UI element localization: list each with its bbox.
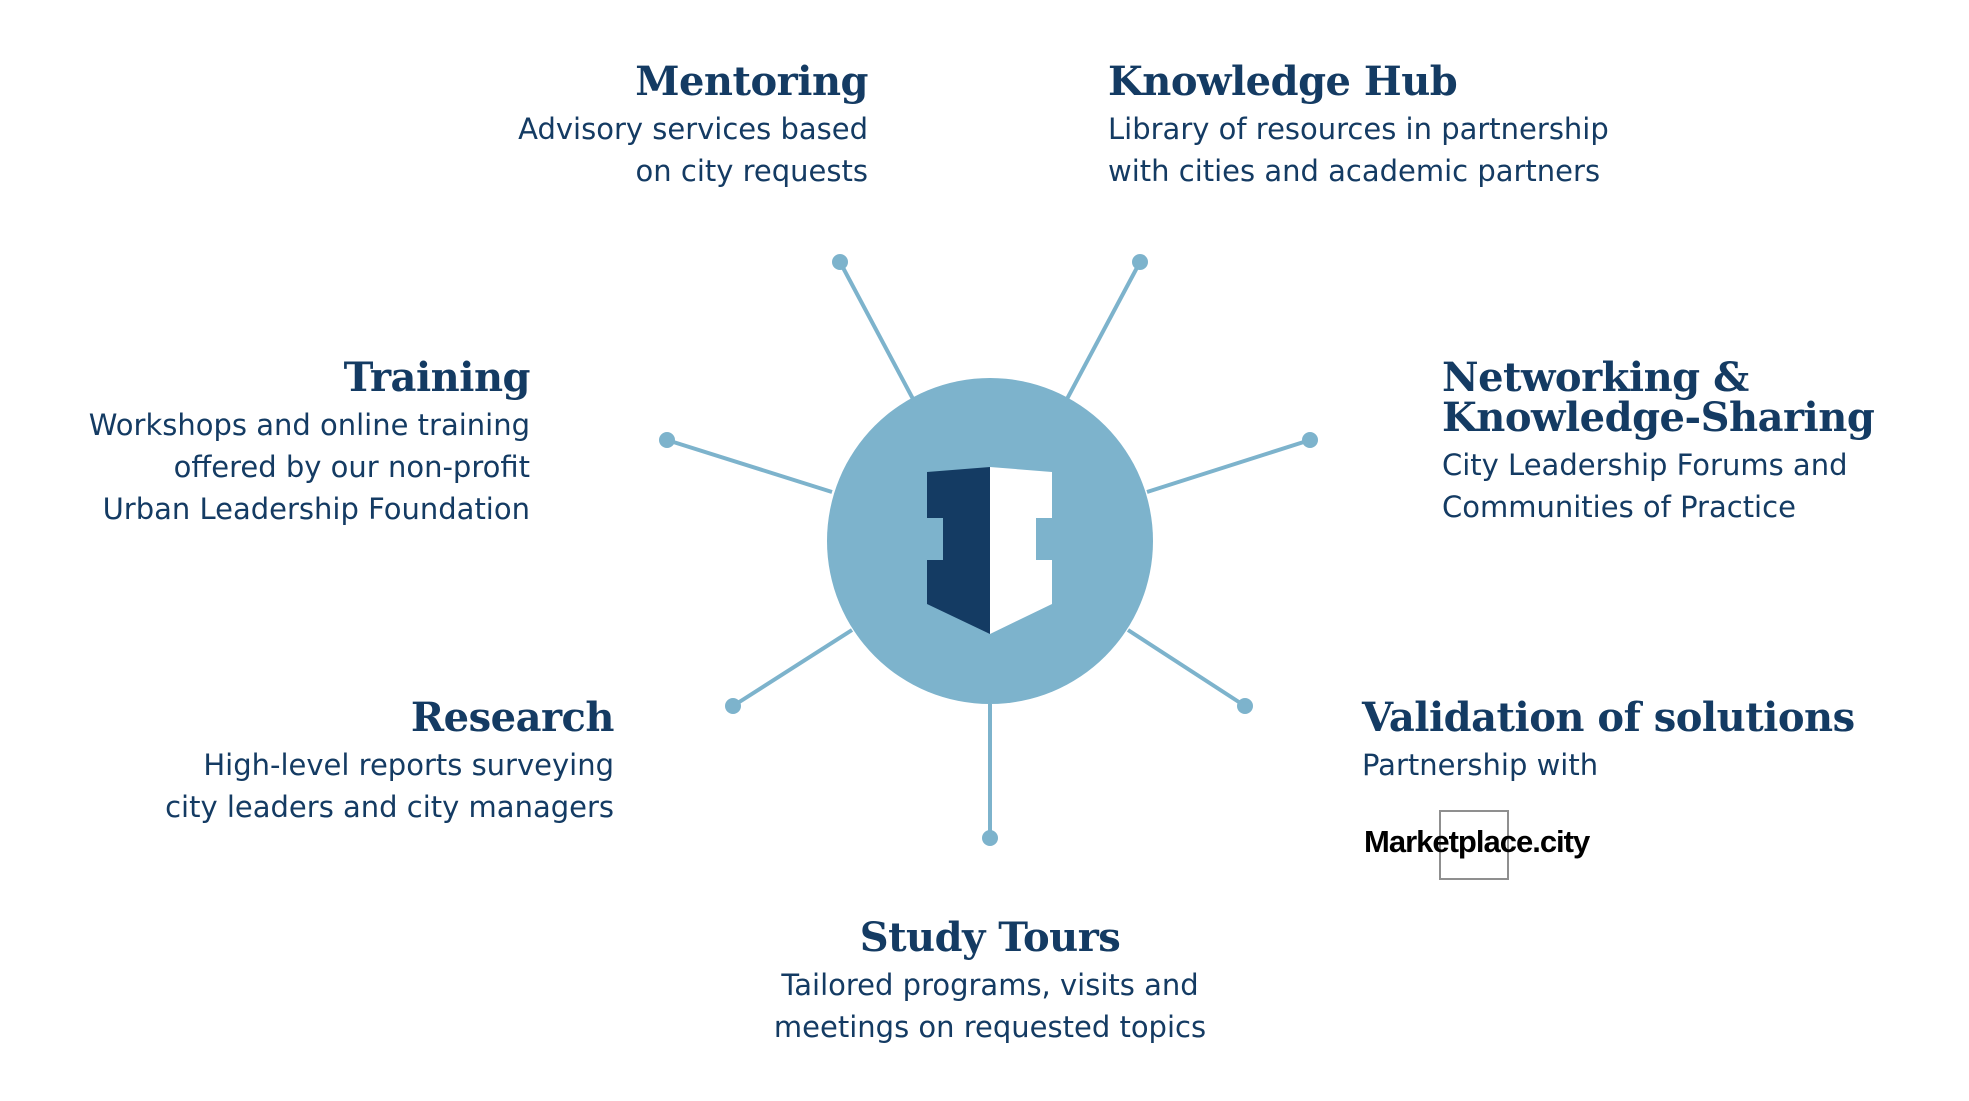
logo-right-half <box>990 467 1052 634</box>
node-mentoring: Mentoring Advisory services based on cit… <box>518 62 868 192</box>
node-title: Study Tours <box>859 914 1121 961</box>
node-description-line: with cities and academic partners <box>1108 154 1601 188</box>
connector-dot-knowledge-hub <box>1132 254 1148 270</box>
node-description-line: Partnership with <box>1362 748 1599 782</box>
node-description: Library of resources in partnership with… <box>1108 108 1609 192</box>
connector-dot-research <box>725 698 741 714</box>
node-networking: Networking & Knowledge-Sharing City Lead… <box>1442 354 1875 528</box>
node-description-line: Library of resources in partnership <box>1108 112 1609 146</box>
node-validation: Validation of solutions Partnership with <box>1362 698 1855 786</box>
node-knowledge-hub: Knowledge Hub Library of resources in pa… <box>1108 62 1609 192</box>
node-title: Research <box>410 694 615 741</box>
city-leadership-logo-icon <box>927 467 1052 634</box>
node-title-line: Knowledge-Sharing <box>1442 394 1875 441</box>
node-title: Networking & Knowledge-Sharing <box>1442 354 1875 441</box>
node-description-line: city leaders and city managers <box>165 790 614 824</box>
marketplace-city-logo: Marketplace.city <box>1364 810 1604 882</box>
connector-line-training <box>666 438 833 494</box>
node-description-line: Advisory services based <box>518 112 868 146</box>
node-description: City Leadership Forums and Communities o… <box>1442 444 1874 528</box>
node-title: Validation of solutions <box>1362 694 1855 741</box>
connector-dot-training <box>659 432 675 448</box>
node-description-line: offered by our non-profit <box>173 450 530 484</box>
connector-dot-study-tours <box>982 830 998 846</box>
node-description-line: meetings on requested topics <box>773 1010 1207 1044</box>
node-study-tours: Study Tours Tailored programs, visits an… <box>690 918 1290 1048</box>
node-description: Advisory services based on city requests <box>518 108 868 192</box>
connector-lines <box>659 254 1318 846</box>
node-description-line: Tailored programs, visits and <box>781 968 1199 1002</box>
node-title: Training <box>343 354 531 401</box>
connector-line-mentoring <box>838 261 915 400</box>
node-description-line: on city requests <box>635 154 868 188</box>
node-description-line: Workshops and online training <box>88 408 530 442</box>
logo-frame <box>1439 810 1509 880</box>
node-training: Training Workshops and online training o… <box>89 354 531 530</box>
node-description-line: Urban Leadership Foundation <box>102 492 530 526</box>
node-research: Research High-level reports surveying ci… <box>165 698 614 828</box>
connector-dot-validation <box>1237 698 1253 714</box>
node-title: Mentoring <box>635 58 868 105</box>
node-description: Partnership with <box>1362 744 1855 786</box>
connector-dot-networking <box>1302 432 1318 448</box>
node-description: High-level reports surveying city leader… <box>165 744 614 828</box>
connector-line-networking <box>1146 438 1311 494</box>
connector-line-research <box>731 628 854 708</box>
connector-line-validation <box>1126 628 1247 708</box>
logo-wordmark: Marketplace.city <box>1364 824 1590 859</box>
node-title: Knowledge Hub <box>1108 58 1458 105</box>
connector-line-knowledge-hub <box>1065 261 1142 400</box>
node-description: Tailored programs, visits and meetings o… <box>690 964 1290 1048</box>
node-description-line: City Leadership Forums and <box>1442 448 1848 482</box>
node-description-line: High-level reports surveying <box>203 748 614 782</box>
node-description: Workshops and online training offered by… <box>89 404 530 530</box>
connector-dot-mentoring <box>832 254 848 270</box>
node-title-line: Networking & <box>1442 354 1749 401</box>
logo-left-half <box>927 467 990 634</box>
node-description-line: Communities of Practice <box>1442 490 1796 524</box>
